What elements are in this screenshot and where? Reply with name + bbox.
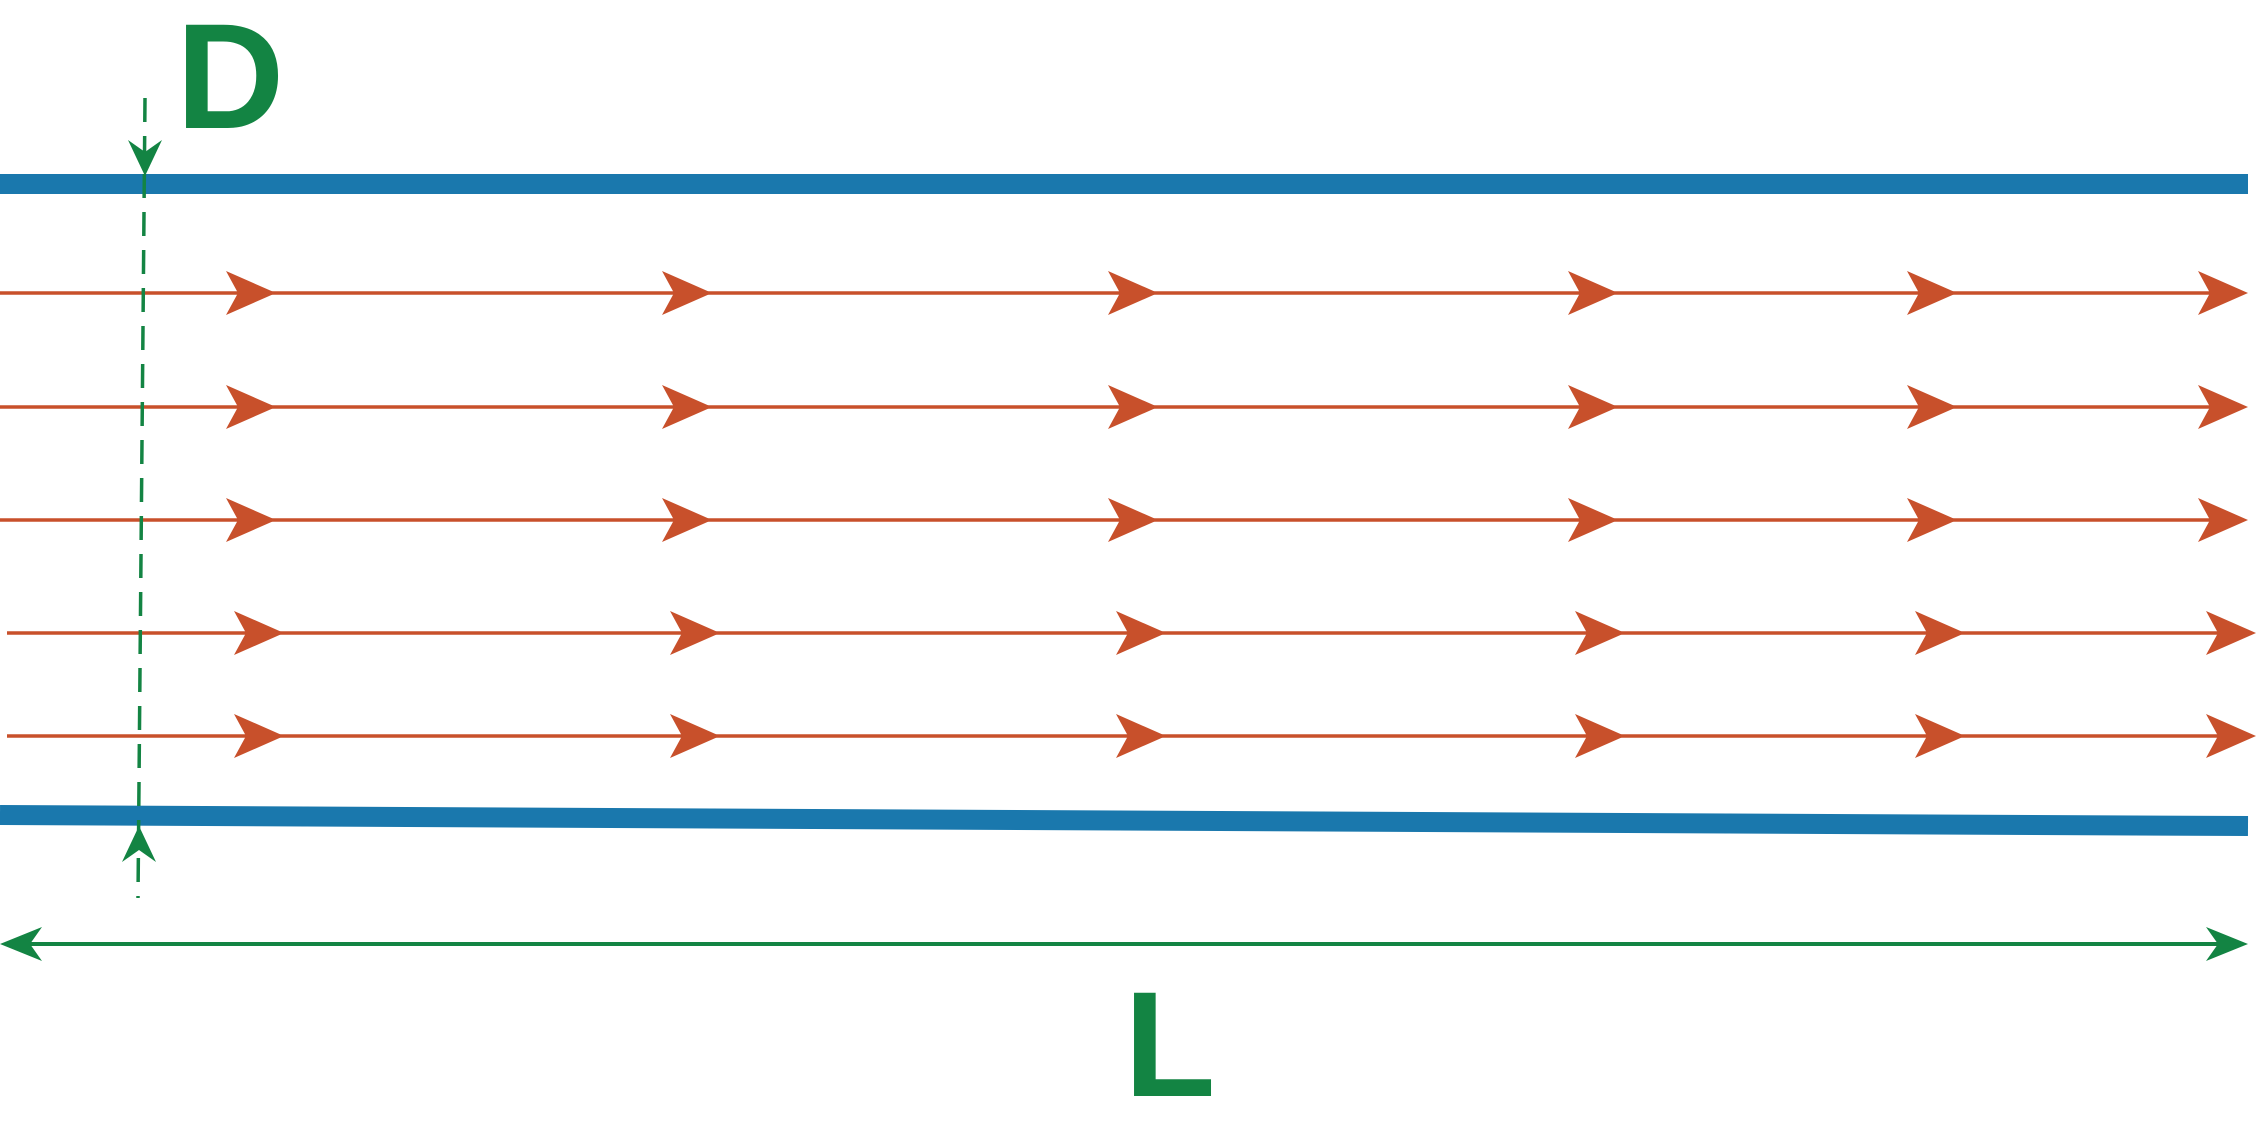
flow-arrowhead <box>670 714 720 758</box>
flow-arrowhead <box>226 271 276 315</box>
flow-arrowhead <box>1568 385 1618 429</box>
flow-arrowhead <box>1915 714 1965 758</box>
length-right-arrowhead <box>2206 927 2248 961</box>
flow-arrowhead <box>1907 271 1957 315</box>
flow-arrowhead <box>1568 271 1618 315</box>
flow-arrowhead <box>2206 714 2256 758</box>
length-dimension: L <box>0 927 2248 1128</box>
diameter-top-arrowhead <box>128 140 162 176</box>
flow-arrowhead <box>1907 498 1957 542</box>
flow-arrowhead <box>1907 385 1957 429</box>
flow-arrowhead <box>1915 611 1965 655</box>
diameter-label: D <box>176 0 284 160</box>
flow-arrowhead <box>1108 385 1158 429</box>
length-left-arrowhead <box>0 927 42 961</box>
flow-arrowhead <box>1108 271 1158 315</box>
pipe-walls <box>0 174 2249 836</box>
flow-arrowhead <box>234 611 284 655</box>
streamlines <box>0 271 2256 758</box>
flow-arrowhead <box>662 385 712 429</box>
flow-arrowhead <box>226 498 276 542</box>
flow-arrowhead <box>1108 498 1158 542</box>
flow-arrowhead <box>662 498 712 542</box>
flow-arrowhead <box>1568 498 1618 542</box>
flow-arrowhead <box>1575 714 1625 758</box>
flow-arrowhead <box>2198 385 2248 429</box>
bottom-wall <box>0 805 2249 836</box>
flow-arrowhead <box>2206 611 2256 655</box>
flow-arrowhead <box>1116 611 1166 655</box>
flow-arrowhead <box>662 271 712 315</box>
length-label: L <box>1124 960 1216 1128</box>
flow-arrowhead <box>1575 611 1625 655</box>
flow-arrowhead <box>234 714 284 758</box>
flow-arrowhead <box>226 385 276 429</box>
flow-arrowhead <box>1116 714 1166 758</box>
diameter-dimension: D <box>122 0 284 899</box>
flow-arrowhead <box>2198 271 2248 315</box>
flow-arrowhead <box>670 611 720 655</box>
diameter-bottom-arrowhead <box>122 826 156 862</box>
flow-arrowhead <box>2198 498 2248 542</box>
diameter-dimension-line <box>136 97 147 899</box>
